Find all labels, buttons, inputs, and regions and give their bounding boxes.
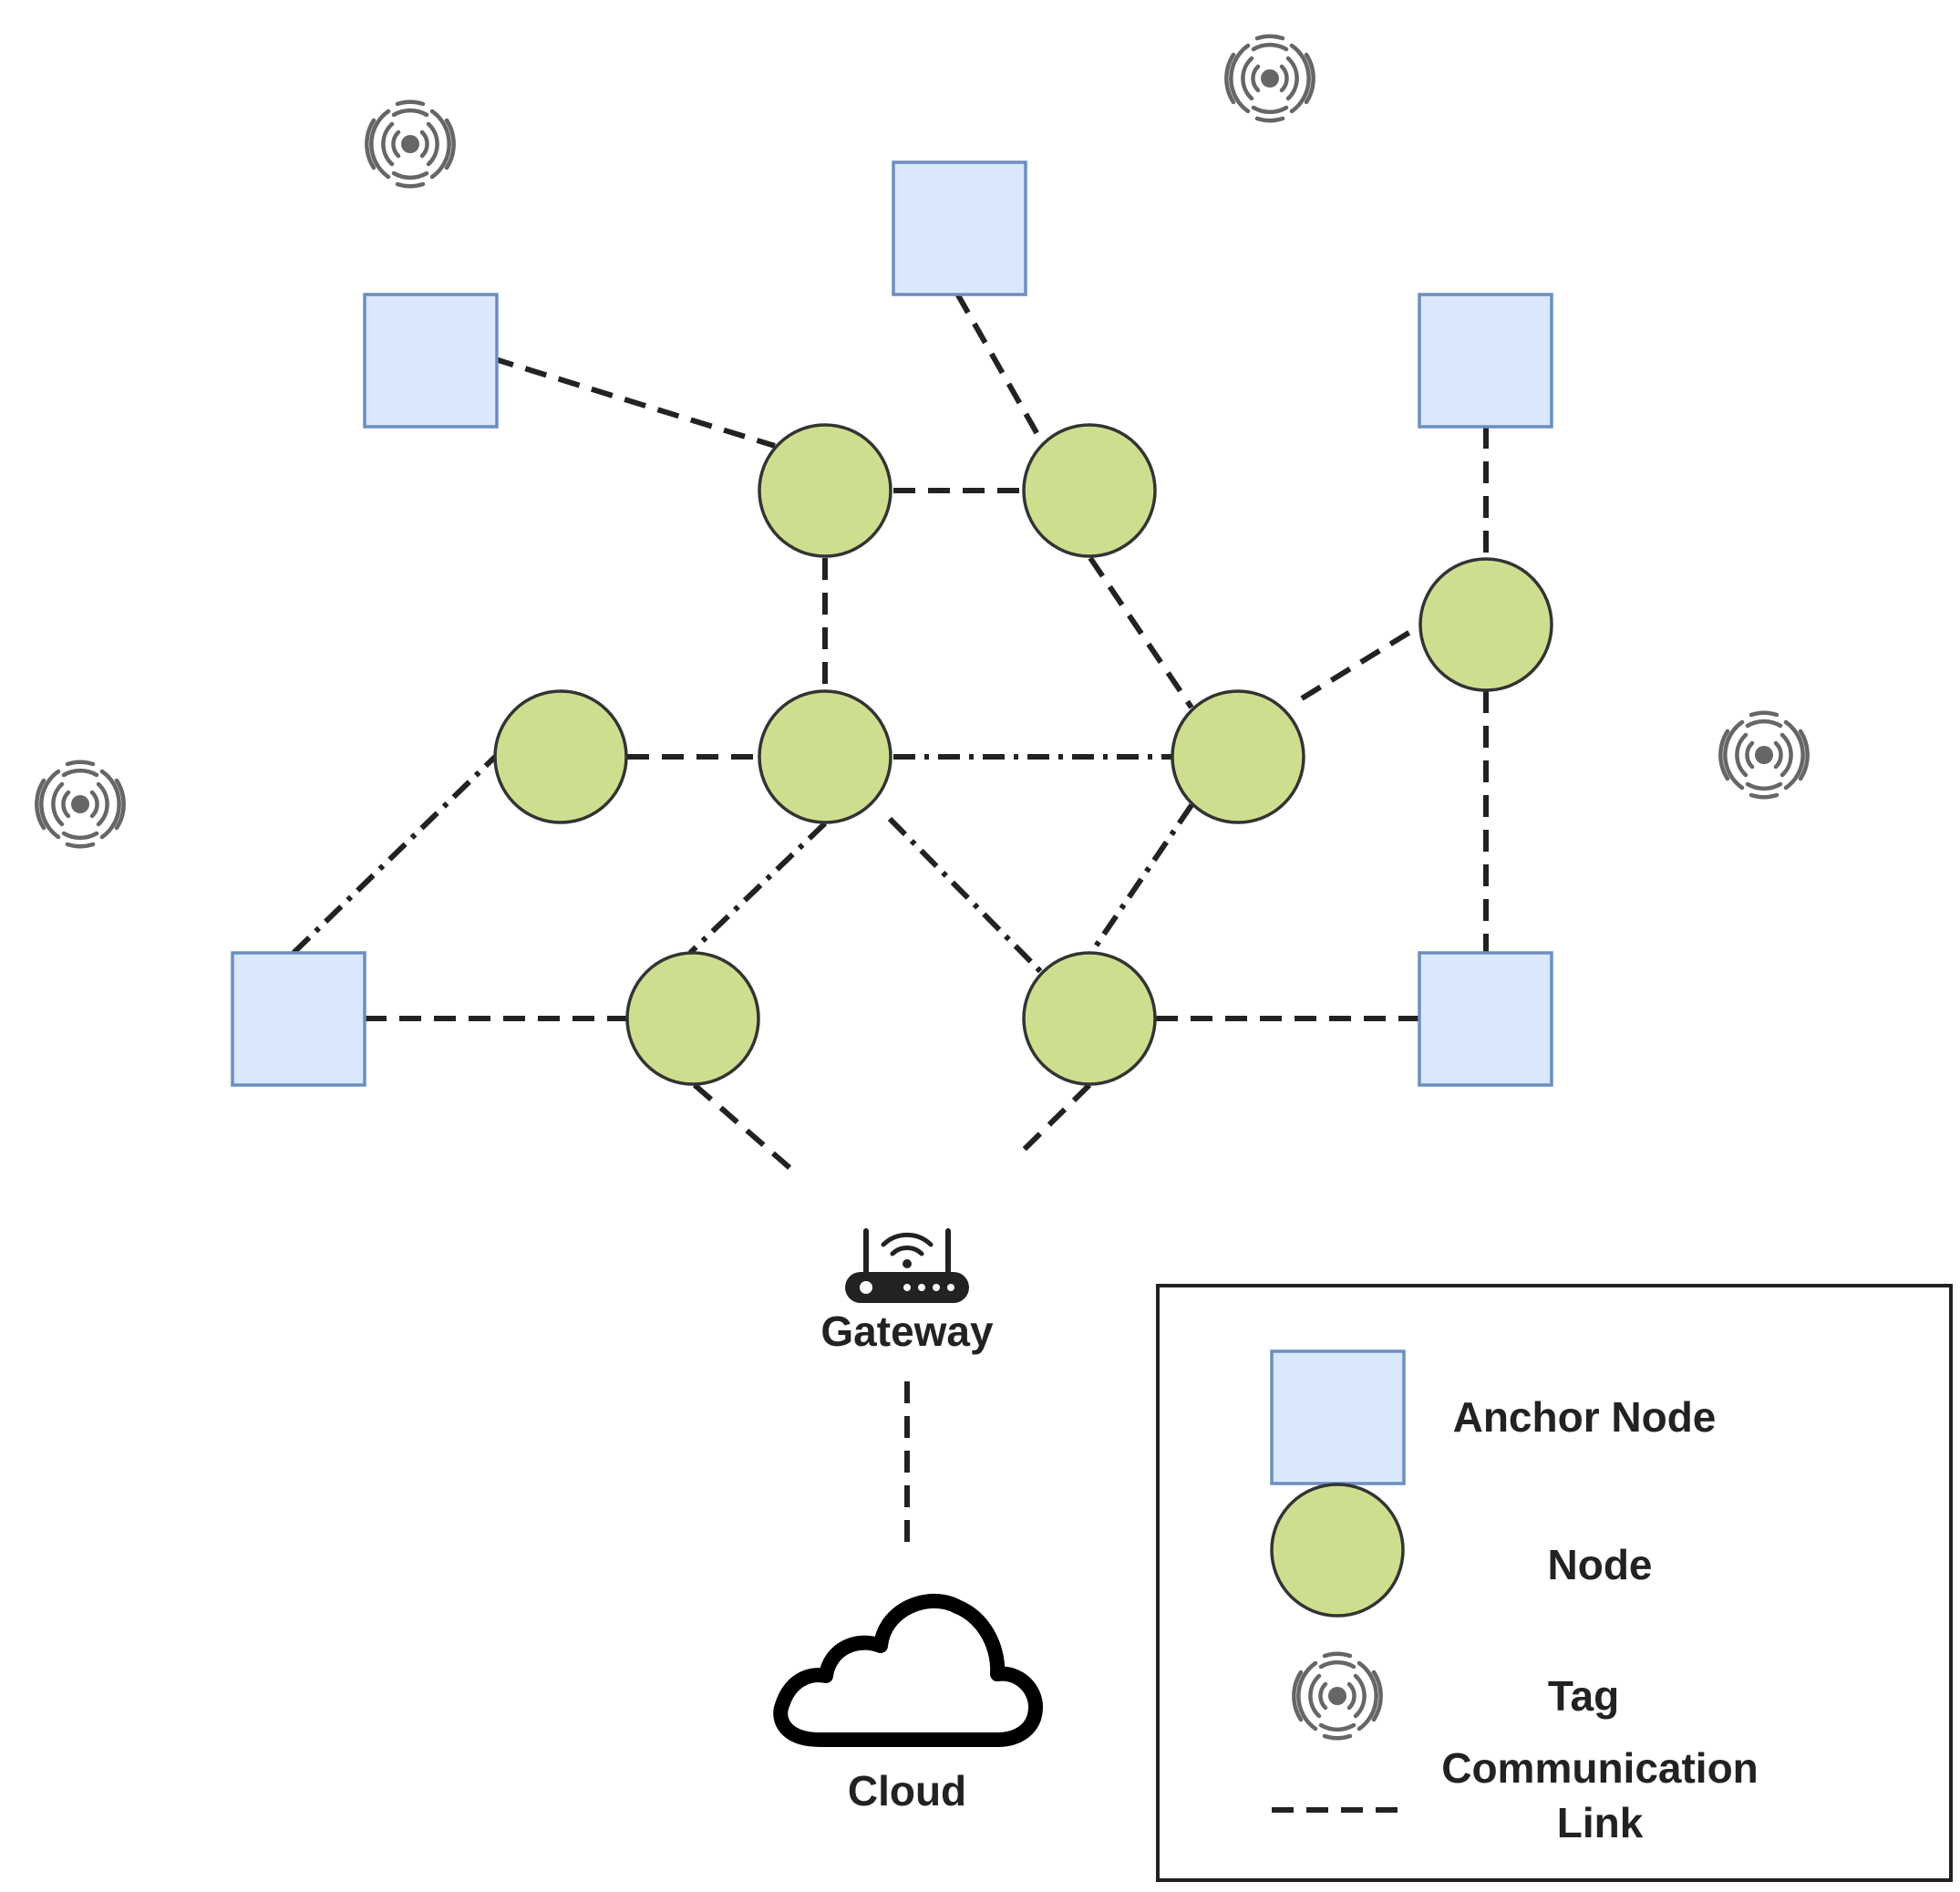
node-bottom-left <box>625 951 760 1086</box>
anchor-node-top <box>892 160 1027 296</box>
legend-link-label-line2: Link <box>1557 1799 1644 1846</box>
legend-anchor-label: Anchor Node <box>1453 1393 1717 1441</box>
node-top-right <box>1022 423 1157 558</box>
anchor-node-top-right <box>1418 293 1553 429</box>
node-top-left <box>758 423 892 558</box>
legend-node-swatch <box>1270 1483 1405 1618</box>
cloud-label: Cloud <box>848 1767 966 1814</box>
legend-link-label-line1: Communication <box>1441 1744 1759 1792</box>
anchor-node-top-left <box>363 293 499 429</box>
legend-anchor-swatch <box>1270 1349 1406 1485</box>
wifi-router-icon <box>845 1228 969 1303</box>
anchor-nodes <box>231 160 1553 1087</box>
anchor-node-bottom-right <box>1418 951 1553 1087</box>
node-mid-left <box>493 689 628 824</box>
link-node-mid-right-to-node-right <box>1300 622 1424 701</box>
node-bottom-right <box>1022 951 1157 1086</box>
tag-icon-left <box>36 762 123 846</box>
tag-icon-top <box>1226 36 1313 120</box>
tag-icon-right <box>1720 713 1807 797</box>
cloud: Cloud <box>773 1593 1043 1814</box>
node-mid-right <box>1171 689 1305 824</box>
legend-node-label: Node <box>1548 1541 1653 1588</box>
link-node-center-to-node-bottom-right <box>887 816 1045 976</box>
link-node-top-right-to-node-mid-right <box>1088 556 1194 709</box>
cloud-icon <box>773 1593 1043 1747</box>
gateway: Gateway <box>820 1228 994 1355</box>
link-anchor-tl-to-node-top-left <box>491 356 776 449</box>
tags <box>36 36 1807 846</box>
link-anchor-bl-to-node-mid-left <box>291 754 498 956</box>
link-node-bottom-right-to-gateway <box>1020 1082 1092 1153</box>
legend-tag-label: Tag <box>1548 1672 1619 1720</box>
node-right <box>1418 557 1553 692</box>
node-center <box>758 689 892 824</box>
link-anchor-top-to-node-top-right <box>954 292 1045 444</box>
nodes <box>493 423 1553 1086</box>
legend: Anchor Node Node Tag Communication Link <box>1156 1284 1953 1882</box>
link-node-bottom-left-to-gateway <box>693 1082 795 1173</box>
links <box>291 292 1489 1550</box>
tag-icon-top-left <box>366 102 453 186</box>
link-node-mid-right-to-node-bottom-right <box>1087 803 1194 957</box>
anchor-node-bottom-left <box>231 951 366 1087</box>
gateway-label: Gateway <box>820 1308 994 1355</box>
link-node-center-to-node-bottom-left <box>687 821 828 956</box>
